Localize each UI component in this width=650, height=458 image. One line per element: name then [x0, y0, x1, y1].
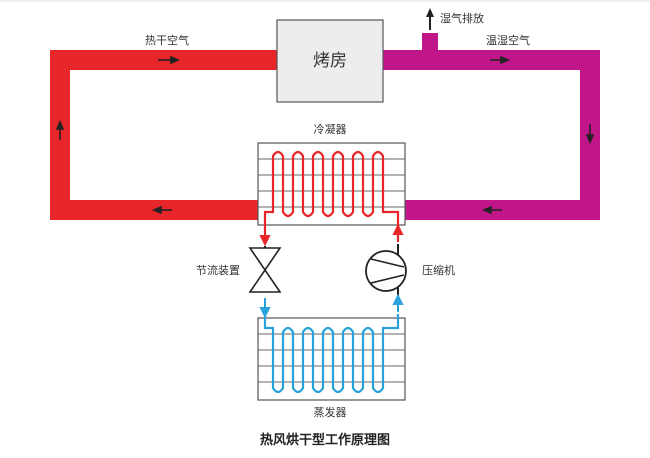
warm-humid-air-label: 温湿空气 [486, 33, 530, 47]
refrigerant-return-arrow-icon [259, 293, 404, 319]
exhaust-arrow-icon [426, 8, 434, 30]
expansion-valve-icon [248, 246, 282, 293]
evaporator-label: 蒸发器 [314, 405, 347, 419]
flow-arrow-icon [55, 55, 595, 215]
refrigerant-flow-arrow-icon [259, 223, 404, 247]
condenser-unit [257, 142, 406, 240]
expansion-valve-label: 节流装置 [196, 263, 240, 277]
drying-chamber-box [276, 19, 384, 103]
diagram-caption: 热风烘干型工作原理图 [260, 432, 390, 448]
top-edge-line [0, 0, 650, 2]
warm-humid-air-duct [383, 33, 600, 220]
hot-dry-air-duct [50, 50, 277, 220]
compressor-label: 压缩机 [422, 263, 455, 277]
drying-chamber-label: 烤房 [313, 51, 347, 71]
evaporator-unit [257, 314, 406, 401]
condenser-label: 冷凝器 [314, 122, 347, 136]
hot-dry-air-label: 热干空气 [145, 33, 189, 47]
compressor-icon [365, 244, 407, 298]
exhaust-label: 湿气排放 [440, 11, 484, 25]
